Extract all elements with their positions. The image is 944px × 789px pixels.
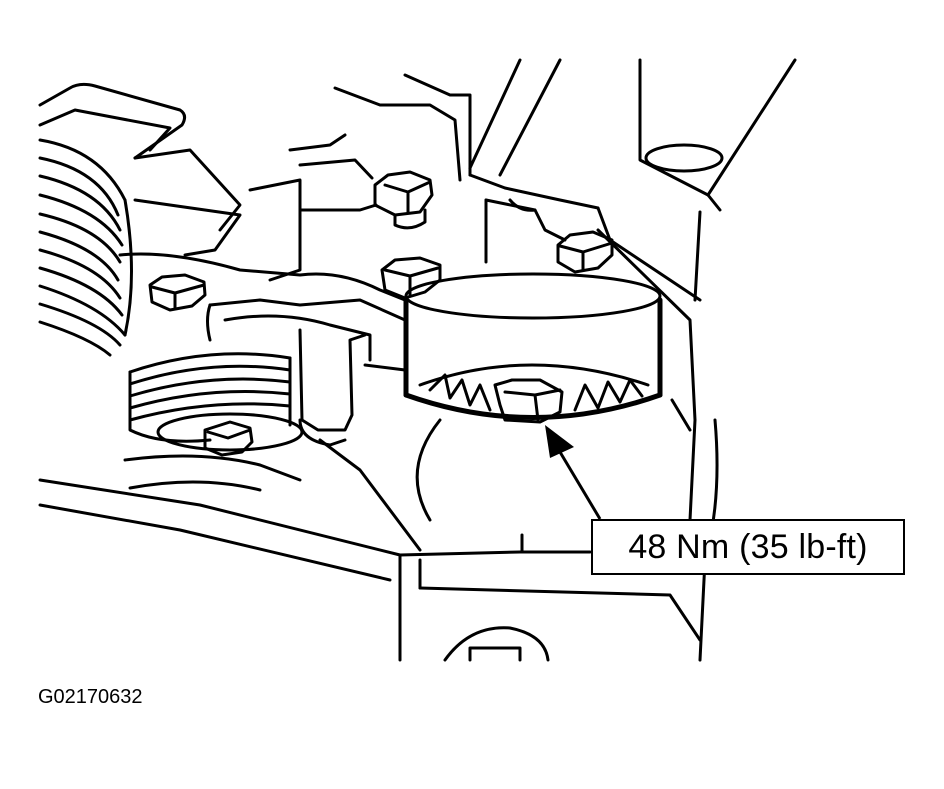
torque-callout: 48 Nm (35 lb-ft) [591, 519, 905, 575]
oval-hole [644, 143, 724, 173]
bolt-top-center [373, 170, 434, 230]
bolt-left [148, 273, 207, 312]
right-housing-outline [596, 143, 724, 662]
tensioner-bracket [118, 252, 407, 447]
bolt-idler [203, 420, 254, 457]
bolt-center [380, 256, 442, 300]
figure-id: G02170632 [38, 686, 143, 708]
lower-housing [38, 418, 702, 662]
idler-pulley [123, 352, 304, 492]
callout-arrow [545, 425, 602, 520]
tensioner-pulley [403, 272, 663, 420]
crankshaft-pulley [38, 138, 133, 357]
bolt-right [556, 230, 614, 274]
upper-bracket-outline [38, 58, 797, 282]
tensioner-bolt [493, 378, 564, 424]
